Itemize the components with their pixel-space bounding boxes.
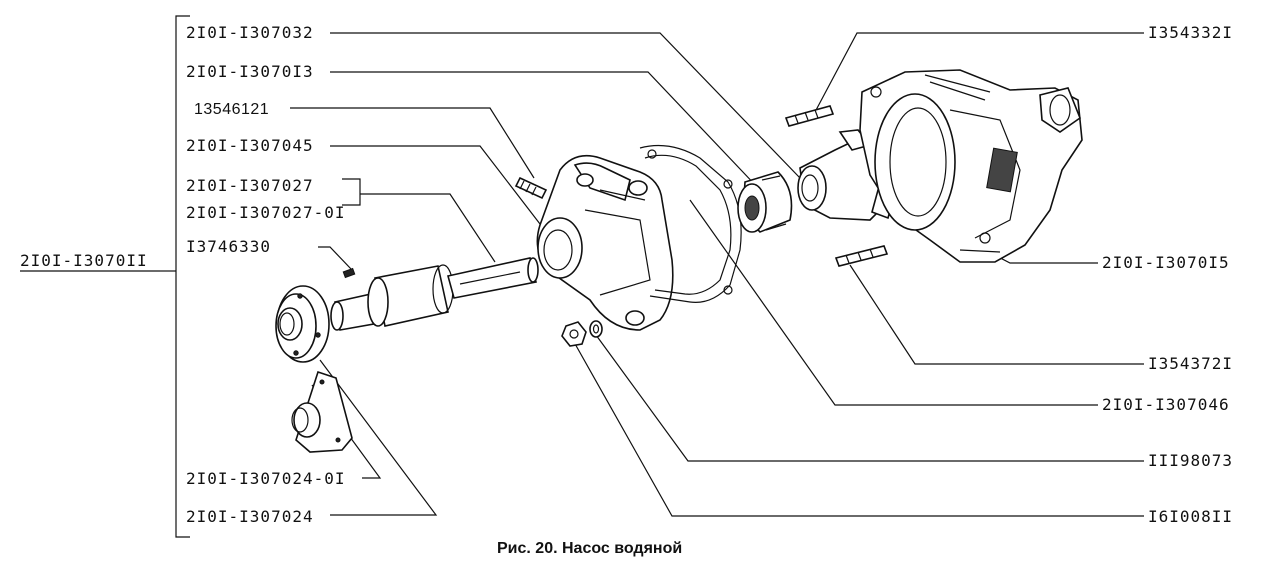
label-13543721: I354372I xyxy=(1148,354,1233,373)
label-2101-1307024-01: 2I0I-I307024-0I xyxy=(186,469,346,488)
label-2101-1307015: 2I0I-I3070I5 xyxy=(1102,253,1230,272)
label-2101-1307046: 2I0I-I307046 xyxy=(1102,395,1230,414)
washer-part xyxy=(589,320,603,338)
label-2101-1307045: 2I0I-I307045 xyxy=(186,136,314,155)
triangular-flange-part xyxy=(291,370,353,453)
assembly-bracket xyxy=(175,15,190,538)
seal-part xyxy=(737,171,793,233)
label-13543321: I354332I xyxy=(1148,23,1233,42)
label-13746330: I3746330 xyxy=(186,237,271,256)
pump-body-part xyxy=(536,154,674,331)
assembly-label: 2I0I-I3070II xyxy=(20,251,148,270)
label-2101-1307032: 2I0I-I307032 xyxy=(186,23,314,42)
flange-cover-part xyxy=(275,285,330,363)
small-key-part xyxy=(342,267,356,279)
pump-housing-part xyxy=(859,69,1083,263)
stud-lower-right-part xyxy=(834,245,889,267)
label-2101-1307024: 2I0I-I307024 xyxy=(186,507,314,526)
stud-left-part xyxy=(514,176,548,200)
label-11198073: III98073 xyxy=(1148,451,1233,470)
shaft-bearing-part xyxy=(330,257,539,331)
nut-part xyxy=(561,321,587,347)
label-2101-1307013: 2I0I-I3070I3 xyxy=(186,62,314,81)
leader-lines-right xyxy=(573,32,1144,517)
stud-upper-right-part xyxy=(784,105,835,127)
label-2101-1307027-01: 2I0I-I307027-0I xyxy=(186,203,346,222)
label-16100811: I6I008II xyxy=(1148,507,1233,526)
label-2101-1307027: 2I0I-I307027 xyxy=(186,176,314,195)
label-13546121: 13546121 xyxy=(194,101,269,118)
figure-caption: Рис. 20. Насос водяной xyxy=(497,540,682,557)
leader-lines-left xyxy=(290,32,801,516)
